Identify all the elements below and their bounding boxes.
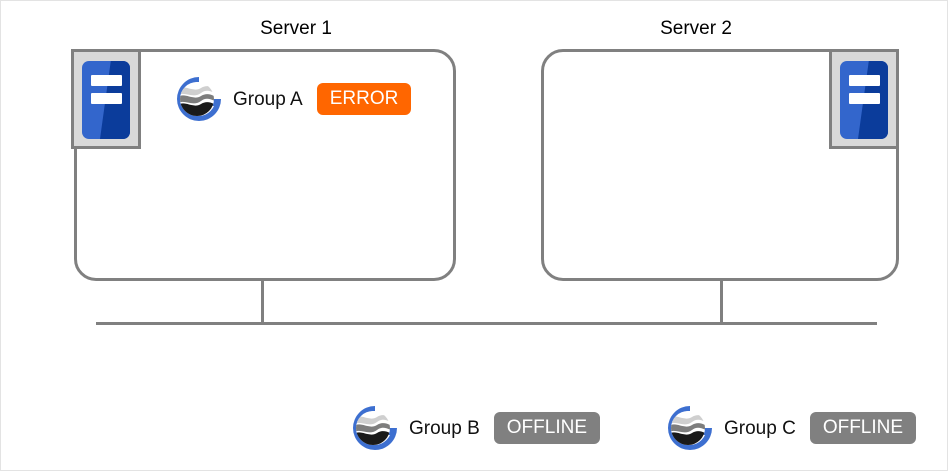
group-b-label: Group B bbox=[409, 417, 480, 439]
server-icon-slot-2 bbox=[91, 93, 122, 104]
server-1-title: Server 1 bbox=[260, 18, 332, 39]
group-row-c[interactable]: Group C OFFLINE bbox=[664, 402, 917, 454]
server-icon-slot-2 bbox=[849, 93, 880, 104]
server-2-title: Server 2 bbox=[660, 18, 732, 39]
server-device-icon bbox=[71, 49, 141, 149]
group-a-label: Group A bbox=[233, 88, 303, 110]
group-c-label: Group C bbox=[724, 417, 796, 439]
group-row-a[interactable]: Group A ERROR bbox=[173, 73, 412, 125]
server-icon-chassis bbox=[840, 61, 888, 139]
server-2-connector bbox=[720, 281, 723, 325]
server-icon-slot-1 bbox=[91, 75, 122, 86]
server-icon-chassis bbox=[82, 61, 130, 139]
group-globe-icon bbox=[177, 77, 221, 121]
group-globe-icon bbox=[353, 406, 397, 450]
group-a-status-badge[interactable]: ERROR bbox=[316, 83, 412, 115]
group-globe-icon bbox=[668, 406, 712, 450]
group-row-b[interactable]: Group B OFFLINE bbox=[349, 402, 600, 454]
group-b-status-badge[interactable]: OFFLINE bbox=[493, 412, 600, 444]
server-icon-slot-1 bbox=[849, 75, 880, 86]
group-c-status-badge[interactable]: OFFLINE bbox=[809, 412, 917, 444]
server-device-icon bbox=[829, 49, 899, 149]
network-bus-line bbox=[96, 322, 877, 325]
server-1-connector bbox=[261, 281, 264, 325]
